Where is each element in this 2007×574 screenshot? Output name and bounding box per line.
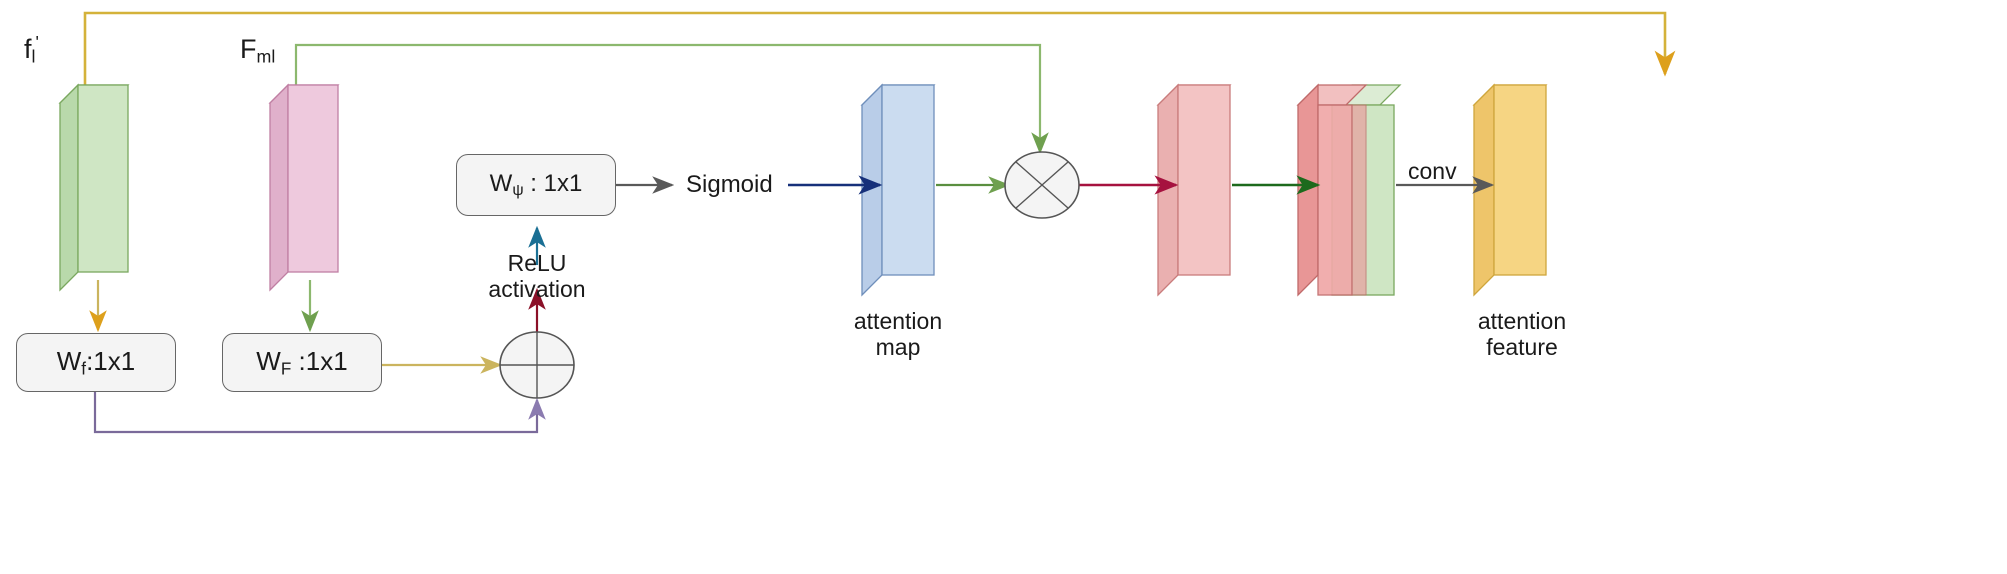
label-input-low-subscript: l <box>31 46 36 67</box>
operator-add-circle <box>499 331 575 399</box>
node-wpsi-conv[interactable]: Wψ : 1x1 <box>456 154 616 216</box>
node-wF-conv[interactable]: WF :1x1 <box>222 333 382 392</box>
node-wF-label: WF :1x1 <box>256 345 348 379</box>
node-wf-conv[interactable]: Wf:1x1 <box>16 333 176 392</box>
skip-path-fml-green <box>294 43 1049 155</box>
label-sigmoid: Sigmoid <box>686 171 773 198</box>
node-wf-label: Wf:1x1 <box>56 345 136 379</box>
label-conv: conv <box>1408 158 1457 184</box>
label-relu-line2: activation <box>488 276 586 303</box>
label-input-low-prime: ' <box>35 32 39 52</box>
operator-multiply-circle <box>1004 151 1080 219</box>
caption-attention-feature: attention feature <box>1452 308 1592 361</box>
path-wf-to-add-purple <box>93 392 546 434</box>
node-wpsi-label: Wψ : 1x1 <box>489 170 583 199</box>
skip-path-fprime-yellow <box>83 11 1676 88</box>
tensor-attention-map <box>860 83 936 297</box>
label-input-mid-base: F <box>240 34 257 64</box>
tensor-f-ml <box>268 83 340 292</box>
caption-attention-map-line1: attention <box>853 308 943 334</box>
label-input-low-level: fl' <box>24 32 39 67</box>
tensor-f-prime-l <box>58 83 130 292</box>
label-input-low-base: f <box>24 33 32 64</box>
caption-attention-feature-line1: attention <box>1477 308 1567 334</box>
tensor-gated-feature <box>1156 83 1232 297</box>
label-relu-activation: ReLU activation <box>477 250 597 303</box>
label-input-mid-subscript: ml <box>256 46 276 67</box>
caption-attention-map: attention map <box>833 308 963 361</box>
tensor-attention-feature <box>1472 83 1548 297</box>
caption-attention-feature-line2: feature <box>1486 334 1558 361</box>
label-input-mid-level: Fml <box>240 34 275 67</box>
caption-attention-map-line2: map <box>875 334 921 361</box>
label-relu-line1: ReLU <box>507 250 567 276</box>
tensor-concat <box>1296 83 1402 297</box>
